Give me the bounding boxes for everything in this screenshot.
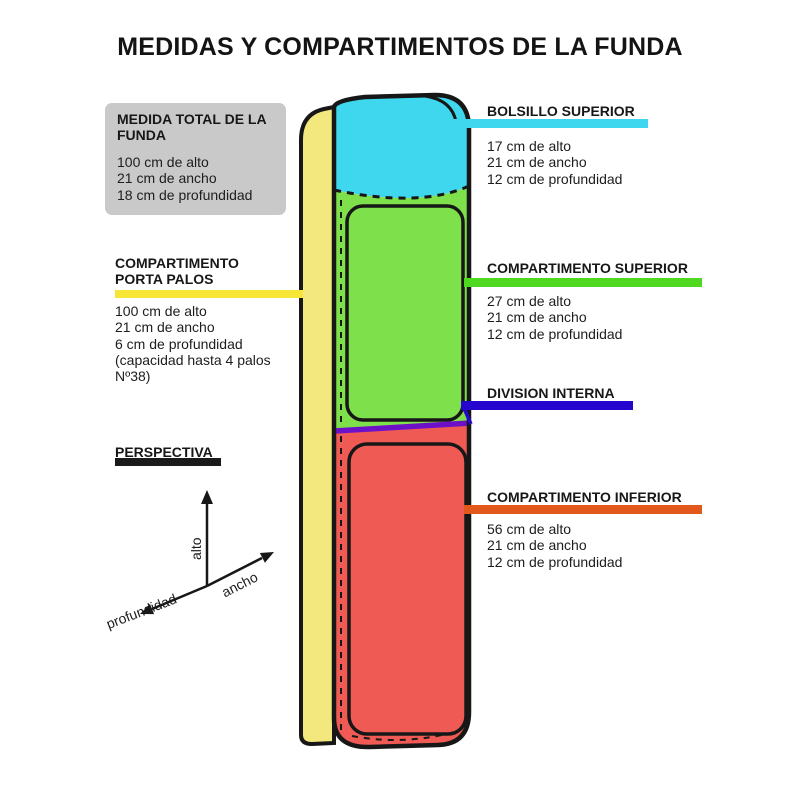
measure-line: (capacidad hasta 4 palos Nº38) [115,351,271,385]
medida-total-box [105,103,286,215]
axis-alto-arrow [201,490,213,504]
axis-profundidad-line [151,584,208,611]
medida-total-block: MEDIDA TOTAL DE LA FUNDA 100 cm de alto … [117,111,275,203]
measure-line: 12 cm de profundidad [487,170,623,187]
porta-palos-heading: COMPARTIMENTO PORTA PALOS [115,255,239,287]
measure-line: 17 cm de alto [487,138,572,154]
measure-line: 100 cm de alto [117,154,209,170]
bag-lower-compartment [334,424,469,748]
measure-line: 21 cm de ancho [487,309,587,326]
axis-profundidad-arrow [140,603,155,615]
division-interna-heading: DIVISION INTERNA [487,385,615,401]
page-title: MEDIDAS Y COMPARTIMENTOS DE LA FUNDA [117,33,683,61]
porta-palos-heading-block: COMPARTIMENTO PORTA PALOS [115,255,260,287]
axis-label-alto: alto [188,537,204,560]
medida-total-lines: 100 cm de alto 21 cm de ancho 18 cm de p… [117,154,275,203]
perspectiva-bar [115,458,221,466]
porta-palos-bar [115,290,303,298]
bolsillo-superior-block: BOLSILLO SUPERIOR [487,103,635,119]
measure-line: 12 cm de profundidad [487,325,623,342]
measure-line: 21 cm de ancho [115,319,215,336]
compartimento-superior-bar [464,278,702,287]
division-interna-bar [461,401,633,410]
measure-line: 100 cm de alto [115,303,207,319]
compartimento-inferior-bar [464,505,702,514]
bolsillo-superior-bar [453,119,648,128]
measure-line: 12 cm de profundidad [487,553,623,570]
upper-panel-outline [345,204,465,422]
bolsillo-superior-lines: 17 cm de alto 21 cm de ancho 12 cm de pr… [487,138,622,187]
compartimento-superior-heading: COMPARTIMENTO SUPERIOR [487,260,688,276]
perspectiva-block: PERSPECTIVA [115,444,213,460]
pocket-seam-dashed [333,184,470,200]
measure-line: 21 cm de ancho [487,154,587,171]
axis-ancho-line [206,556,263,588]
bag-top-pocket [334,95,469,199]
compartimento-inferior-lines: 56 cm de alto 21 cm de ancho 12 cm de pr… [487,521,622,570]
compartimento-inferior-heading: COMPARTIMENTO INFERIOR [487,489,682,505]
lower-panel-outline [347,442,468,736]
measure-line: 21 cm de ancho [487,537,587,554]
measure-line: 56 cm de alto [487,521,572,537]
measure-line: 6 cm de profundidad [115,335,243,352]
bag-upper-compartment [334,186,469,431]
axis-ancho-arrow [259,552,274,563]
perspectiva-heading: PERSPECTIVA [115,444,213,460]
top-pocket-connector [424,94,458,123]
compartimento-superior-lines: 27 cm de alto 21 cm de ancho 12 cm de pr… [487,293,622,342]
lower-bottom-dashed [351,730,459,741]
bag-outline [331,92,472,750]
bag-side-panel [299,104,336,747]
compartimento-inferior-block: COMPARTIMENTO INFERIOR [487,489,682,505]
division-line [333,420,472,434]
measure-line: 27 cm de alto [487,293,572,309]
bolsillo-superior-heading: BOLSILLO SUPERIOR [487,103,635,119]
division-interna-block: DIVISION INTERNA [487,385,615,401]
measure-line: 18 cm de profundidad [117,186,253,203]
porta-palos-lines: 100 cm de alto 21 cm de ancho 6 cm de pr… [115,303,271,384]
measure-line: 21 cm de ancho [117,170,217,187]
compartimento-superior-block: COMPARTIMENTO SUPERIOR [487,260,688,276]
medida-total-heading: MEDIDA TOTAL DE LA FUNDA [117,111,267,143]
